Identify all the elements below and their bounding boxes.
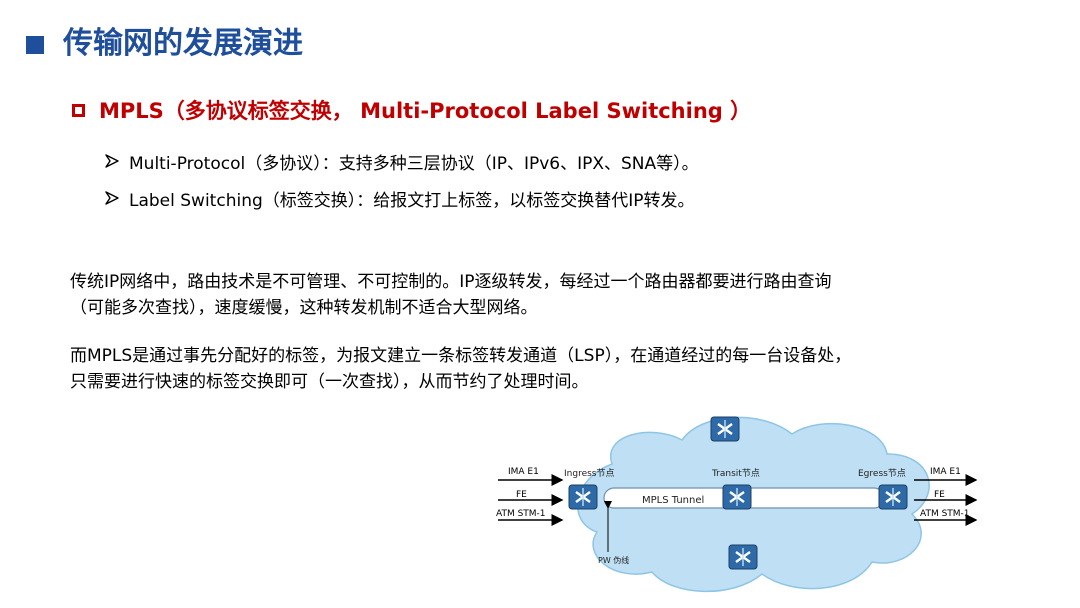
output-label: FE	[934, 490, 945, 500]
input-label: ATM STM-1	[496, 509, 546, 519]
paragraph-traditional-ip: 传统IP网络中，路由技术是不可管理、不可控制的。IP逐级转发，每经过一个路由器都…	[70, 269, 1030, 321]
router-icon	[568, 484, 598, 510]
output-label: IMA E1	[930, 467, 961, 477]
arrow-right-icon	[105, 191, 119, 205]
bullet-item: Label Switching（标签交换）：给报文打上标签，以标签交换替代IP转…	[104, 185, 699, 211]
page-title: 传输网的发展演进	[63, 26, 303, 61]
router-icon	[710, 416, 740, 442]
paragraph-line: （可能多次查找），速度缓慢，这种转发机制不适合大型网络。	[70, 298, 538, 318]
bullet-text: Multi-Protocol（多协议）：支持多种三层协议（IP、IPv6、IPX…	[129, 153, 699, 174]
subheading: MPLS（多协议标签交换， Multi-Protocol Label Switc…	[72, 92, 751, 128]
router-icon	[722, 484, 752, 510]
arrow-right-icon	[105, 154, 119, 168]
output-label: ATM STM-1	[920, 509, 970, 519]
bullet-list: Multi-Protocol（多协议）：支持多种三层协议（IP、IPv6、IPX…	[104, 148, 699, 222]
paragraph-line: 只需要进行快速的标签交换即可（一次查找），从而节约了处理时间。	[70, 372, 589, 392]
router-icon	[878, 484, 908, 510]
subheading-text: MPLS（多协议标签交换， Multi-Protocol Label Switc…	[99, 99, 752, 123]
ingress-label: Ingress节点	[564, 468, 615, 479]
paragraph-line: 传统IP网络中，路由技术是不可管理、不可控制的。IP逐级转发，每经过一个路由器都…	[70, 272, 832, 292]
router-icon	[728, 544, 758, 570]
mpls-network-diagram: MPLS Tunnel PW 伪线 Ingress节点 Transit节点 Eg…	[496, 416, 978, 593]
hollow-square-icon	[72, 103, 85, 117]
title-square-icon	[26, 36, 44, 54]
paragraph-line: 而MPLS是通过事先分配好的标签，为报文建立一条标签转发通道（LSP），在通道经…	[70, 346, 852, 366]
pw-label: PW 伪线	[598, 555, 629, 565]
input-label: FE	[516, 490, 527, 500]
transit-label: Transit节点	[711, 468, 760, 479]
input-label: IMA E1	[508, 467, 539, 477]
bullet-item: Multi-Protocol（多协议）：支持多种三层协议（IP、IPv6、IPX…	[104, 148, 699, 174]
paragraph-mpls: 而MPLS是通过事先分配好的标签，为报文建立一条标签转发通道（LSP），在通道经…	[70, 343, 1030, 395]
egress-label: Egress节点	[858, 468, 906, 479]
bullet-text: Label Switching（标签交换）：给报文打上标签，以标签交换替代IP转…	[129, 190, 695, 211]
tunnel-label: MPLS Tunnel	[642, 495, 704, 506]
